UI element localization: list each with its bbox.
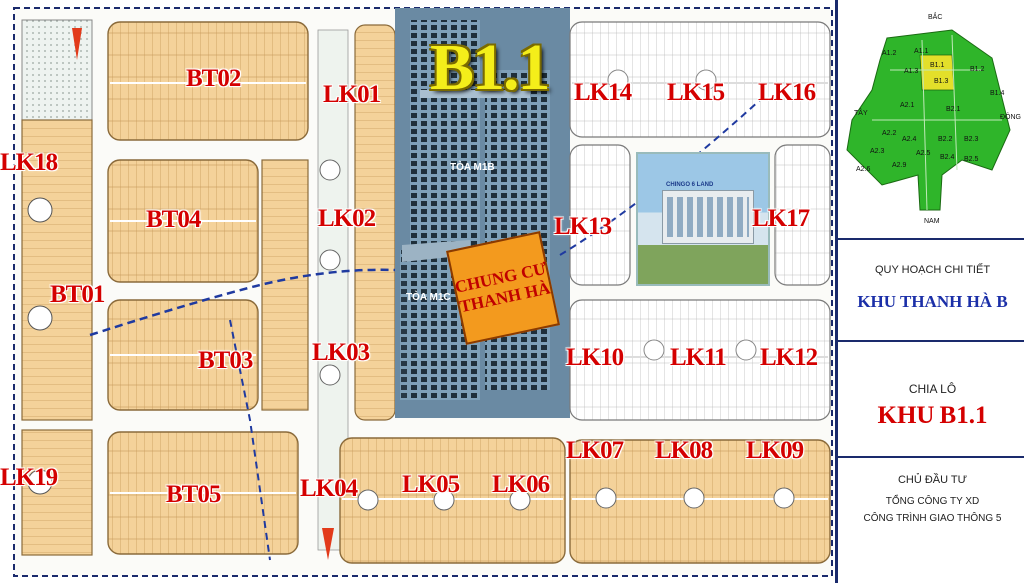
zone-label-lk03: LK03 xyxy=(312,339,370,366)
division-zone: B1.1 xyxy=(939,402,988,429)
key-zone-b1-2: B1.2 xyxy=(970,66,985,73)
key-zone-b2-3: B2.3 xyxy=(964,136,979,143)
block-lk10-12 xyxy=(569,299,831,421)
zone-label-lk14: LK14 xyxy=(574,79,632,106)
zone-label-bt04: BT04 xyxy=(146,206,201,233)
investor-line-2: CÔNG TRÌNH GIAO THÔNG 5 xyxy=(863,513,1002,524)
key-zone-b2-2: B2.2 xyxy=(938,136,953,143)
zone-label-bt05: BT05 xyxy=(166,481,221,508)
park-strip xyxy=(21,19,93,121)
zone-label-lk01: LK01 xyxy=(323,81,381,108)
key-zone-a2-1: A2.1 xyxy=(900,102,915,109)
zone-label-lk06: LK06 xyxy=(492,471,550,498)
plan-caption: QUY HOẠCH CHI TIẾT xyxy=(874,264,991,276)
key-zone-a2-3: A2.3 xyxy=(870,148,885,155)
office-building xyxy=(662,190,754,244)
zone-label-lk07: LK07 xyxy=(566,437,624,464)
zone-label-lk13: LK13 xyxy=(554,213,612,240)
key-zone-a2-6: A2.6 xyxy=(856,166,871,173)
zone-label-lk02: LK02 xyxy=(318,205,376,232)
zone-label-lk16: LK16 xyxy=(758,79,816,106)
block-bt01 xyxy=(261,159,309,411)
compass-south: NAM xyxy=(924,218,940,225)
zone-label-lk11: LK11 xyxy=(670,344,727,371)
tower-m1b-label: TÒA M1B xyxy=(450,162,495,173)
zone-label-lk08: LK08 xyxy=(655,437,713,464)
key-zone-a1-1: A1.1 xyxy=(914,48,929,55)
block-lk13 xyxy=(569,144,631,286)
compass-north: BẮC xyxy=(928,14,943,21)
apartment-sign: CHUNG CƯ THANH HÀ xyxy=(446,231,560,345)
zone-label-lk15: LK15 xyxy=(667,79,725,106)
key-zone-b1-1: B1.1 xyxy=(930,62,945,69)
key-zone-b2-5: B2.5 xyxy=(964,156,979,163)
block-lk17 xyxy=(774,144,831,286)
compass-east: ĐÔNG xyxy=(1000,114,1021,121)
investor-line-1: TỔNG CÔNG TY XD xyxy=(885,496,980,507)
zone-label-lk18: LK18 xyxy=(0,149,58,176)
zone-label-lk10: LK10 xyxy=(566,344,624,371)
key-zone-a2-9: A2.9 xyxy=(892,162,907,169)
zone-label-lk04: LK04 xyxy=(300,475,358,502)
tower-m1c-label: TÒA M1C xyxy=(406,292,451,303)
block-lk18 xyxy=(21,119,93,421)
key-zone-a2-4: A2.4 xyxy=(902,136,917,143)
plan-box: QUY HOẠCH CHI TIẾT KHU THANH HÀ B xyxy=(838,238,1024,340)
key-zone-b2-1: B2.1 xyxy=(946,106,961,113)
division-box: CHIA LÔ KHU B1.1 xyxy=(838,340,1024,454)
plan-name: KHU THANH HÀ B xyxy=(857,292,1008,311)
key-zone-a2-2: A2.2 xyxy=(882,130,897,137)
zone-label-lk05: LK05 xyxy=(402,471,460,498)
key-zone-b2-4: B2.4 xyxy=(940,154,955,161)
key-map: BẮC NAM TÂY ĐÔNG A1.2 A1.1 A1.3 B1.2 B1.… xyxy=(842,10,1023,235)
map-title: B1.1 xyxy=(430,31,551,104)
zone-label-bt03: BT03 xyxy=(198,347,253,374)
compass-west: TÂY xyxy=(854,110,868,117)
division-caption: CHIA LÔ xyxy=(908,382,957,396)
key-map-shape xyxy=(846,29,1011,211)
block-bt02 xyxy=(107,21,309,141)
zone-label-bt01: BT01 xyxy=(50,281,105,308)
zone-label-lk09: LK09 xyxy=(746,437,804,464)
key-zone-b1-3: B1.3 xyxy=(934,78,949,85)
zone-label-lk17: LK17 xyxy=(752,205,810,232)
key-zone-a1-2: A1.2 xyxy=(882,50,897,57)
block-lk19 xyxy=(21,429,93,556)
photo-caption: CHINGO 6 LAND xyxy=(666,182,714,188)
info-panel: BẮC NAM TÂY ĐÔNG A1.2 A1.1 A1.3 B1.2 B1.… xyxy=(835,0,1024,583)
zone-label-bt02: BT02 xyxy=(186,65,241,92)
zone-label-lk19: LK19 xyxy=(0,464,58,491)
site-plan-map xyxy=(13,7,833,577)
division-prefix: KHU xyxy=(877,402,935,429)
office-photo: CHINGO 6 LAND xyxy=(636,152,770,286)
key-zone-b1-4: B1.4 xyxy=(990,90,1005,97)
investor-caption: CHỦ ĐẦU TƯ xyxy=(897,474,968,486)
zone-label-lk12: LK12 xyxy=(760,344,818,371)
investor-box: CHỦ ĐẦU TƯ TỔNG CÔNG TY XD CÔNG TRÌNH GI… xyxy=(838,456,1024,582)
key-zone-a1-3: A1.3 xyxy=(904,68,919,75)
key-zone-a2-5: A2.5 xyxy=(916,150,931,157)
